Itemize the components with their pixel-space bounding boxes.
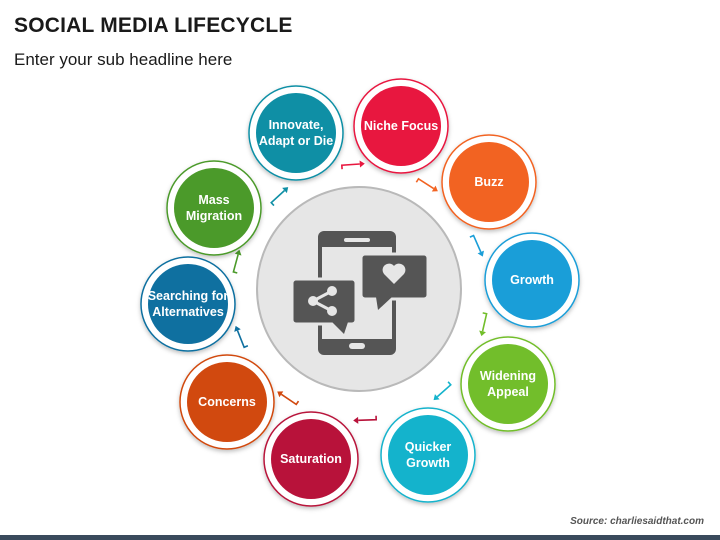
stage-innovate-adapt-or-die: Innovate, Adapt or Die xyxy=(248,85,344,181)
stage-label-line: Niche Focus xyxy=(364,119,438,133)
stage-label-line: Growth xyxy=(406,456,450,470)
stage-circle xyxy=(492,240,572,320)
stage-circle xyxy=(256,93,336,173)
stage-label-line: Growth xyxy=(510,273,554,287)
connector-arrow xyxy=(232,254,239,274)
stage-circle xyxy=(148,264,228,344)
stage-label-line: Appeal xyxy=(487,385,529,399)
stage-label: Innovate, Adapt or Die xyxy=(259,118,333,148)
stage-label-line: Concerns xyxy=(198,395,256,409)
page-subtitle: Enter your sub headline here xyxy=(14,50,233,69)
stage-saturation: Saturation xyxy=(263,411,359,507)
connector-arrowhead xyxy=(431,185,438,192)
stage-circle xyxy=(174,168,254,248)
stage-circle xyxy=(271,419,351,499)
connector-arrow xyxy=(270,189,286,207)
connector-arrowhead xyxy=(433,394,440,401)
connector-arrow xyxy=(415,177,435,190)
connector-arrow xyxy=(236,330,249,349)
stage-label: Buzz xyxy=(474,175,503,189)
smartphone-chat-icon xyxy=(290,231,430,355)
connector-arrow xyxy=(358,415,378,422)
page-title: SOCIAL MEDIA LIFECYCLE xyxy=(14,14,293,37)
stage-circle xyxy=(361,86,441,166)
stage-circle xyxy=(187,362,267,442)
connector-arrowhead xyxy=(282,187,289,194)
stage-label-line: Adapt or Die xyxy=(259,134,333,148)
connector-arrowhead xyxy=(277,391,284,398)
connector-arrowhead xyxy=(234,325,241,332)
stage-label-line: Migration xyxy=(186,209,242,223)
stage-growth: Growth xyxy=(484,232,580,328)
center-hub xyxy=(256,186,462,392)
stage-label-line: Alternatives xyxy=(152,305,224,319)
connector-arrow xyxy=(436,381,452,398)
stage-label-line: Widening xyxy=(480,369,536,383)
stage-label: Saturation xyxy=(280,452,342,466)
stage-label-line: Mass xyxy=(198,193,229,207)
footer-bar xyxy=(0,535,720,540)
connector-arrowhead xyxy=(359,160,365,168)
connector-arrow xyxy=(481,312,488,332)
stage-label-line: Buzz xyxy=(474,175,503,189)
connector-arrow xyxy=(280,393,300,406)
stage-concerns: Concerns xyxy=(179,354,275,450)
stage-circle xyxy=(468,344,548,424)
stage-label: Concerns xyxy=(198,395,256,409)
connector-arrowhead xyxy=(477,250,484,257)
connector-arrowhead xyxy=(353,416,359,424)
stage-label-line: Searching for xyxy=(148,289,229,303)
connector-arrows xyxy=(232,160,488,424)
stage-label-line: Saturation xyxy=(280,452,342,466)
stage-niche-focus: Niche Focus xyxy=(353,78,449,174)
stage-label-line: Innovate, xyxy=(269,118,324,132)
connector-arrow xyxy=(469,234,482,253)
stage-label-line: Quicker xyxy=(405,440,452,454)
connector-arrowhead xyxy=(479,330,486,337)
stage-label: Niche Focus xyxy=(364,119,438,133)
connector-arrowhead xyxy=(234,249,242,256)
stage-buzz: Buzz xyxy=(441,134,537,230)
stage-circle xyxy=(388,415,468,495)
connector-arrow xyxy=(340,163,360,170)
source-credit: Source: charliesaidthat.com xyxy=(570,516,704,527)
stage-circle xyxy=(449,142,529,222)
stage-label: Growth xyxy=(510,273,554,287)
